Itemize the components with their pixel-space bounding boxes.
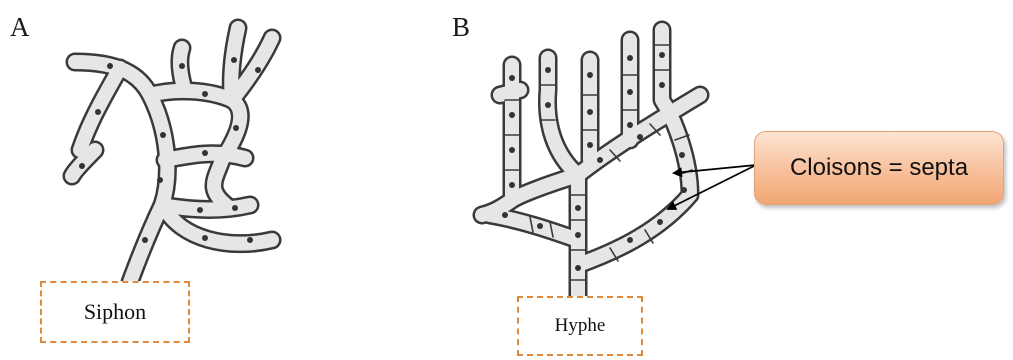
septate-hyphae-drawing: [482, 30, 700, 300]
siphon-hyphae-drawing: [72, 28, 272, 282]
hyphe-label: Hyphe: [555, 315, 606, 337]
hyphe-label-box: Hyphe: [517, 296, 643, 356]
siphon-label-box: Siphon: [40, 281, 190, 343]
septa-callout-text: Cloisons = septa: [790, 154, 968, 182]
siphon-label: Siphon: [84, 299, 146, 325]
panel-a-letter: A: [10, 14, 30, 41]
panel-b-letter: B: [452, 14, 470, 41]
septa-callout: Cloisons = septa: [754, 131, 1004, 205]
